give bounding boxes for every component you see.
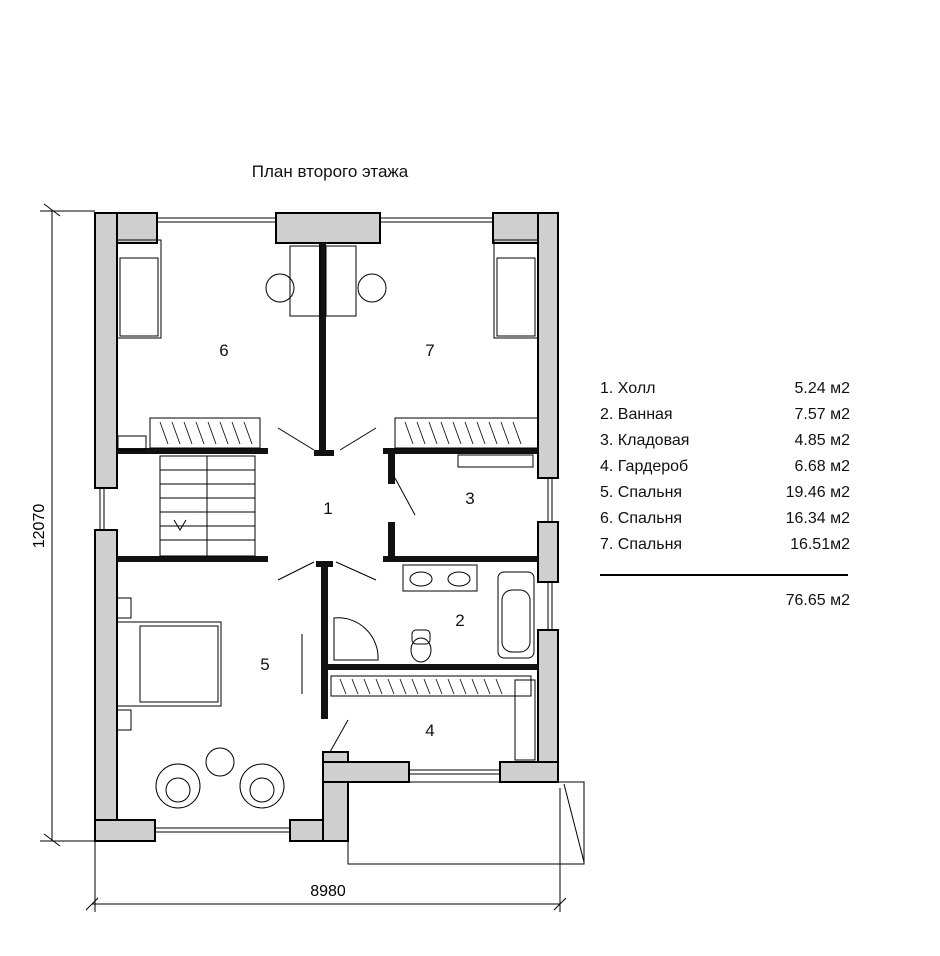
room-number-1: 1 bbox=[323, 499, 332, 518]
room-number-2: 2 bbox=[455, 611, 464, 630]
partitions bbox=[117, 243, 538, 719]
legend-row: 4. Гардероб 6.68 м2 bbox=[600, 458, 850, 484]
desk bbox=[289, 245, 321, 317]
height-dimension: 12070 bbox=[31, 504, 48, 549]
bed-room-6 bbox=[116, 239, 162, 339]
shower bbox=[333, 617, 379, 661]
legend-room-area: 4.85 м2 bbox=[794, 432, 850, 449]
width-dimension: 8980 bbox=[310, 883, 346, 900]
legend-room-area: 19.46 м2 bbox=[785, 484, 850, 501]
legend-divider bbox=[600, 574, 848, 576]
room-number-5: 5 bbox=[260, 655, 269, 674]
chair bbox=[357, 273, 387, 303]
furniture bbox=[116, 239, 539, 809]
armchair bbox=[155, 763, 201, 809]
legend-room-area: 5.24 м2 bbox=[794, 380, 850, 397]
closets bbox=[117, 417, 539, 761]
room-number-7: 7 bbox=[425, 341, 434, 360]
legend-room-name: 6. Спальня bbox=[600, 510, 683, 527]
walls bbox=[94, 212, 559, 842]
doors bbox=[277, 427, 416, 753]
legend-row: 2. Ванная 7.57 м2 bbox=[600, 406, 850, 432]
plan-title: План второго этажа bbox=[251, 162, 409, 181]
double-sink bbox=[402, 564, 478, 592]
legend-room-name: 2. Ванная bbox=[600, 406, 673, 423]
bed-room-5 bbox=[116, 621, 222, 707]
legend-row: 6. Спальня 16.34 м2 bbox=[600, 510, 850, 536]
legend-row: 1. Холл 5.24 м2 bbox=[600, 380, 850, 406]
legend-room-area: 16.51м2 bbox=[790, 536, 850, 553]
legend-row: 7. Спальня 16.51м2 bbox=[600, 536, 850, 562]
room-number-3: 3 bbox=[465, 489, 474, 508]
room-number-4: 4 bbox=[425, 721, 434, 740]
armchair bbox=[239, 763, 285, 809]
staircase bbox=[159, 455, 256, 557]
legend-room-area: 6.68 м2 bbox=[794, 458, 850, 475]
room-legend: 1. Холл 5.24 м2 2. Ванная 7.57 м2 3. Кла… bbox=[600, 380, 850, 609]
legend-room-area: 7.57 м2 bbox=[794, 406, 850, 423]
legend-room-name: 5. Спальня bbox=[600, 484, 683, 501]
legend-total-area: 76.65 м2 bbox=[785, 592, 850, 609]
legend-room-name: 4. Гардероб bbox=[600, 458, 689, 475]
balcony bbox=[347, 781, 585, 865]
legend-room-area: 16.34 м2 bbox=[785, 510, 850, 527]
toilet bbox=[411, 629, 431, 645]
table bbox=[205, 747, 235, 777]
dimension-tick bbox=[85, 897, 99, 911]
legend-room-name: 1. Холл bbox=[600, 380, 656, 397]
desk bbox=[325, 245, 357, 317]
legend-room-name: 7. Спальня bbox=[600, 536, 683, 553]
closet-hangers bbox=[159, 421, 522, 695]
windows bbox=[99, 217, 553, 833]
legend-row: 3. Кладовая 4.85 м2 bbox=[600, 432, 850, 458]
legend-room-name: 3. Кладовая bbox=[600, 432, 690, 449]
bathtub bbox=[497, 571, 535, 659]
bed-room-7 bbox=[493, 239, 539, 339]
dimension-tick bbox=[43, 833, 61, 847]
dimension-tick bbox=[43, 203, 61, 217]
chair bbox=[265, 273, 295, 303]
room-labels: 6 7 1 3 2 5 4 bbox=[219, 341, 474, 740]
legend-row: 5. Спальня 19.46 м2 bbox=[600, 484, 850, 510]
room-number-6: 6 bbox=[219, 341, 228, 360]
